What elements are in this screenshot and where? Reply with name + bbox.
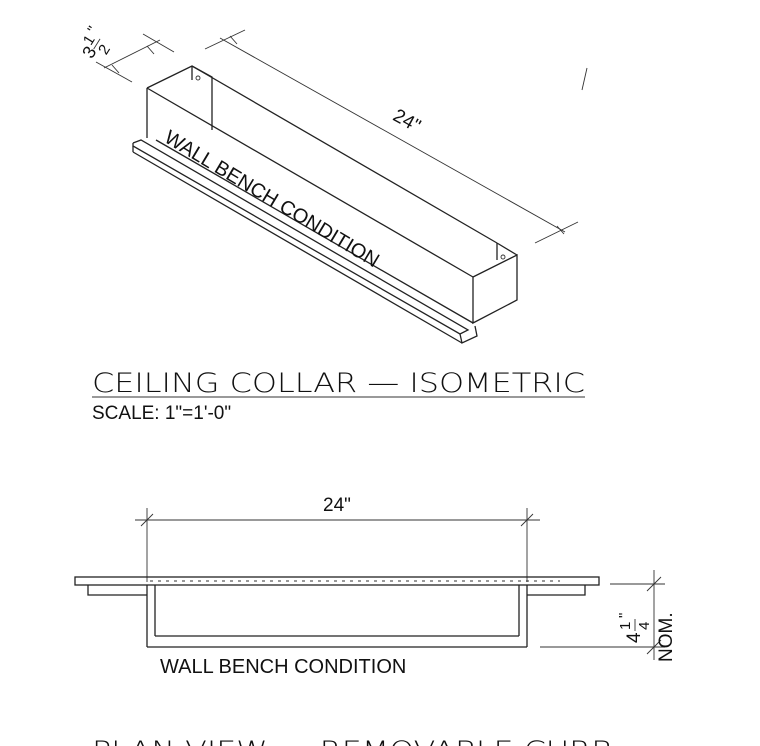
height-whole: 4 — [624, 632, 645, 643]
isometric-scale: SCALE: 1"=1'-0" — [92, 403, 231, 424]
height-note: NOM. — [656, 612, 677, 662]
condition-label-plan: WALL BENCH CONDITION — [160, 656, 406, 678]
height-dimension-plan — [540, 570, 665, 660]
depth-label-isometric: 3 1 2 " — [78, 23, 114, 61]
next-title-partial: PLAN VIEW — REMOVABLE CURB — [92, 736, 612, 746]
depth-dimension-isometric — [95, 33, 175, 83]
length-label-isometric: 24" — [389, 105, 424, 137]
collar-body — [132, 65, 518, 344]
height-label-plan: 4 1 4 " NOM. — [616, 612, 677, 662]
height-unit: " — [616, 613, 633, 618]
isometric-title: CEILING COLLAR — ISOMETRIC — [92, 368, 585, 399]
plan-view: 24" 4 1 4 " NOM. WALL BENCH CON — [74, 495, 677, 678]
condition-label-isometric: WALL BENCH CONDITION — [160, 126, 382, 272]
height-denominator: 4 — [636, 622, 653, 630]
stray-tick — [581, 67, 588, 91]
length-dimension-isometric — [204, 29, 579, 244]
isometric-view: 24" 3 1 2 " WALL BENCH CONDITION — [78, 23, 588, 344]
height-numerator: 1 — [617, 622, 634, 630]
top-plate — [74, 576, 600, 586]
length-label-plan: 24" — [323, 495, 351, 516]
length-dimension-plan — [135, 508, 540, 582]
